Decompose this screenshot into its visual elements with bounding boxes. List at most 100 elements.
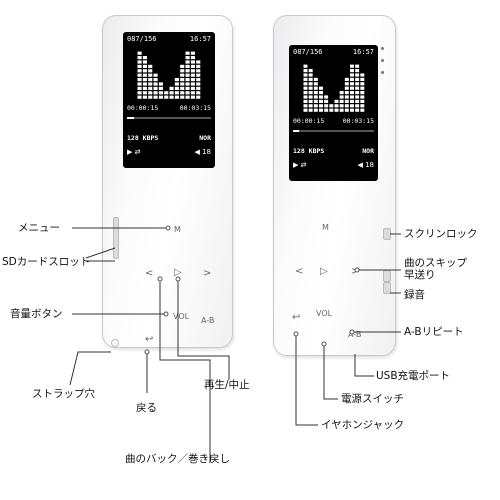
eq-segment [350,77,354,81]
play-icon: ▶ ⇄ [127,148,141,156]
back-button[interactable]: ↩ [145,334,154,345]
eq-segment [334,99,339,103]
prev-button[interactable]: < [145,268,154,279]
strap-line [69,351,111,386]
vol-button[interactable]: VOL [316,309,333,318]
eq-segment [303,99,308,103]
vol-button[interactable]: VOL [173,312,190,321]
eq-segment [360,77,365,81]
eq-segment [180,86,185,90]
eq-segment [190,73,195,77]
eq-segment [142,78,147,82]
prev-button[interactable]: < [295,266,304,277]
control-row: ▶ ⇄ ◀ 18 [127,148,211,156]
right-screen: 087/156 16:57 00:00:15 00:03:15 128 KBPS… [289,45,378,181]
eq-segment [303,91,308,95]
ab-button[interactable]: A-B [348,330,362,339]
mic-hole [381,59,384,62]
total-time: 00:03:15 [342,117,374,125]
eq-segment [137,78,142,82]
label-menu: メニュー [18,222,60,234]
eq-segment [180,82,185,86]
mic-hole [381,71,384,74]
menu-button[interactable]: M [174,225,181,234]
eq-segment [313,77,318,81]
eq-segment [180,91,185,95]
eq-segment [153,95,158,99]
eq-segment [190,86,195,90]
eq-segment [355,95,360,99]
next-button[interactable]: > [351,266,360,277]
eq-segment [350,69,354,73]
label-earphone-jack: イヤホンジャック [321,419,405,431]
eq-segment [355,108,360,112]
next-button[interactable]: > [203,268,212,279]
sd-slot-cover[interactable] [113,217,119,259]
eq-segment [308,73,313,77]
eq-segment [169,86,174,90]
eq-segment [180,64,185,68]
eq-segment [185,78,190,82]
menu-button[interactable]: M [322,223,329,232]
eq-segment [350,82,354,86]
eq-segment [308,69,313,73]
eq-segment [355,64,360,68]
eq-segment [303,77,308,81]
eq-segment [153,73,158,77]
eq-segment [153,82,158,86]
record-button[interactable] [383,282,391,294]
eq-segment [324,99,329,103]
eq-segment [329,108,334,112]
eq-segment [158,91,163,95]
play-button[interactable]: ▷ [174,267,182,278]
eq-segment [180,95,185,99]
track-counter: 087/156 [127,35,157,43]
eq-segment [329,104,334,108]
eq-mode: NOR [362,147,374,155]
info-row: 128 KBPS NOR [293,147,374,155]
eq-segment [180,73,185,77]
play-button[interactable]: ▷ [320,266,328,277]
eq-segment [174,91,179,95]
progress-bar [127,117,211,119]
clock: 16:57 [189,35,211,43]
eq-segment [148,69,153,73]
bitrate: 128 KBPS [127,134,159,142]
label-sd-slot: SDカードスロット [2,256,91,268]
eq-segment [196,73,201,77]
eq-segment [344,99,349,103]
eq-segment [196,69,201,73]
control-row: ▶ ⇄ ◀ 18 [293,161,374,169]
strap-hole [111,339,119,347]
eq-segment [324,108,329,112]
eq-segment [148,95,153,99]
eq-segment [334,104,339,108]
back-button[interactable]: ↩ [292,312,301,323]
label-usb-port: USB充電ポート [376,370,451,382]
ab-button[interactable]: A-B [201,316,215,325]
eq-segment [313,95,318,99]
eq-segment [153,78,158,82]
eq-segment [355,91,360,95]
lock-switch[interactable] [383,228,391,240]
usb-line [354,354,374,377]
eq-segment [350,99,354,103]
skip-button[interactable] [383,270,391,282]
eq-segment [148,86,153,90]
eq-segment [158,95,163,99]
track-counter: 087/156 [293,48,323,56]
label-play-pause: 再生/中止 [204,379,250,391]
eq-segment [355,86,360,90]
eq-segment [344,86,349,90]
label-prev-rewind: 曲のバック／巻き戻し [125,453,230,465]
label-screen-lock: スクリンロック [404,228,478,240]
eq-segment [344,104,349,108]
eq-segment [319,99,323,103]
eq-segment [185,51,190,55]
eq-segment [350,91,354,95]
eq-segment [313,91,318,95]
label-record: 録音 [404,289,425,301]
eq-segment [153,86,158,90]
eq-segment [158,82,163,86]
eq-segment [142,95,147,99]
